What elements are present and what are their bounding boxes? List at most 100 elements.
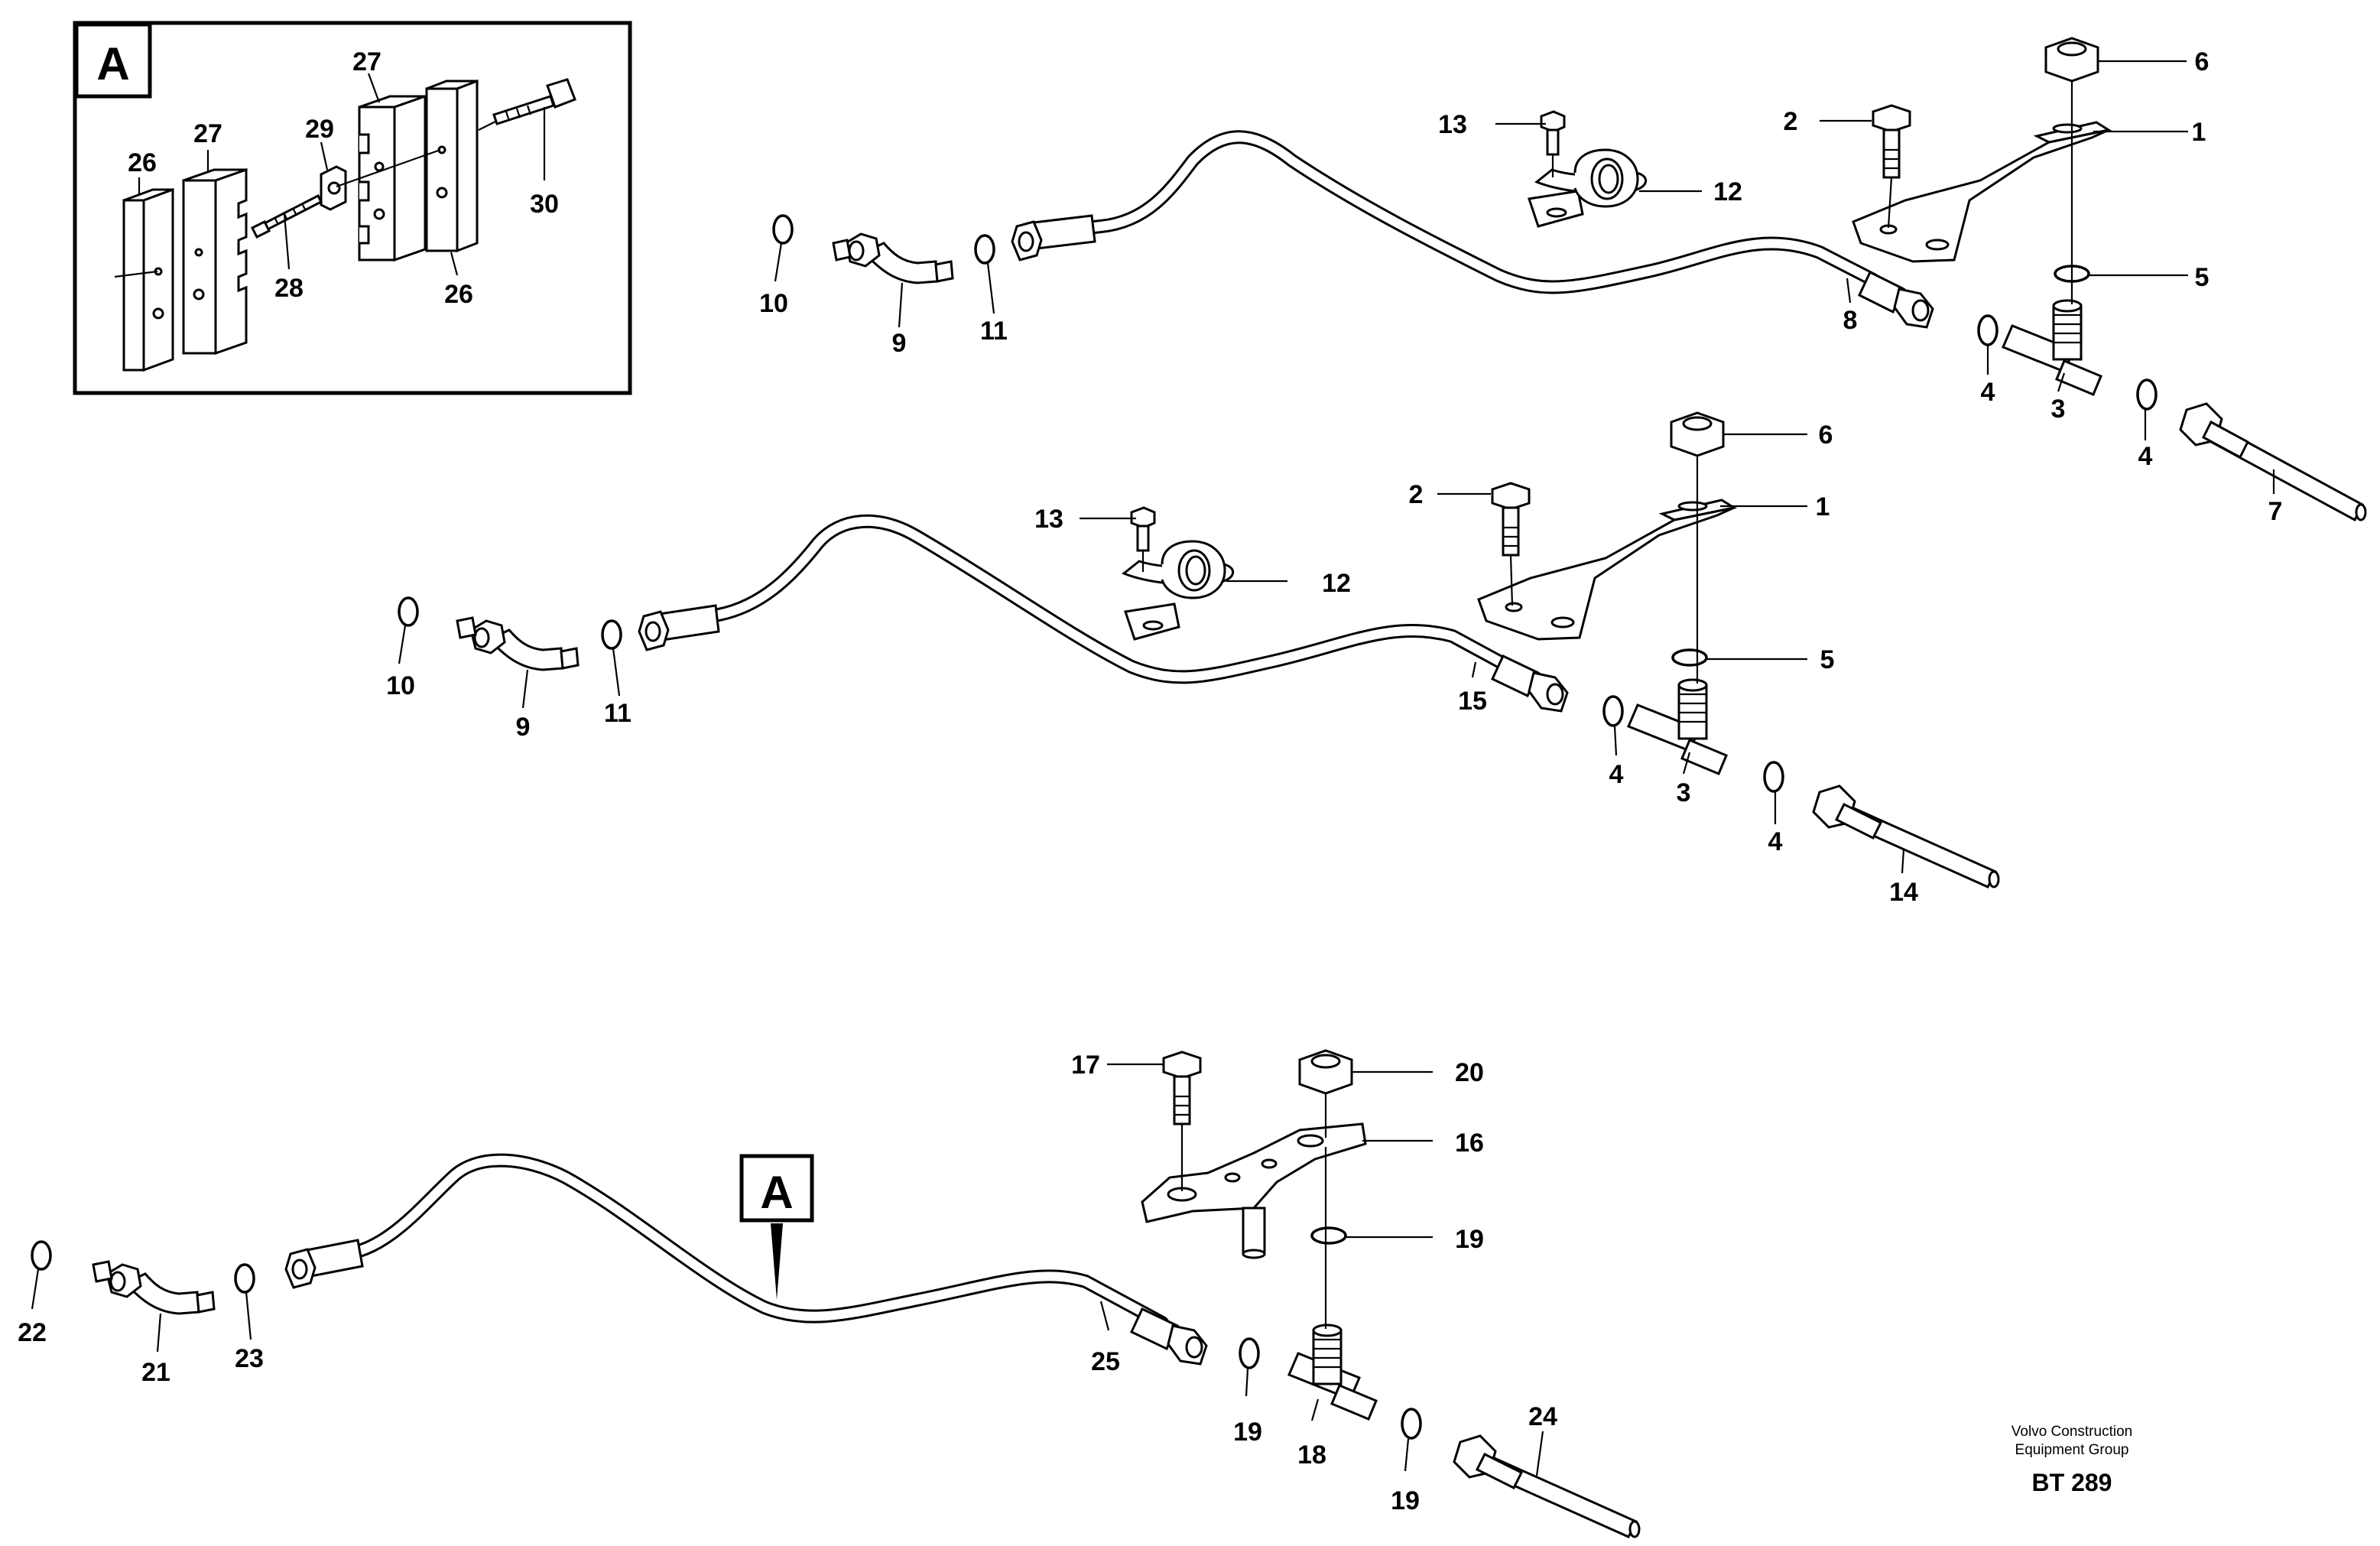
callout: 1 xyxy=(1816,492,1830,521)
leader-11 xyxy=(612,648,621,697)
o-ring-10 xyxy=(398,596,419,627)
pipe-25-fitting-left xyxy=(284,1239,364,1289)
callout: 27 xyxy=(193,119,222,148)
detail-marker-arrow xyxy=(771,1223,783,1300)
callout: 8 xyxy=(1843,306,1858,335)
pipe-24 xyxy=(1453,1434,1641,1538)
callout: 2 xyxy=(1409,480,1424,509)
callout: 4 xyxy=(2138,442,2153,471)
leader-26-right xyxy=(450,252,459,276)
callout: 11 xyxy=(980,317,1008,346)
callout: 13 xyxy=(1438,110,1467,139)
tee-fitting-3 xyxy=(2002,299,2102,396)
callout: 4 xyxy=(1609,760,1624,789)
callout: 15 xyxy=(1458,687,1487,716)
leader-11 xyxy=(986,262,995,314)
callout: 14 xyxy=(1889,878,1918,907)
callout: 16 xyxy=(1455,1129,1484,1158)
o-ring-19-left xyxy=(1239,1337,1260,1369)
callout: 10 xyxy=(386,671,415,700)
callout: 11 xyxy=(604,699,632,728)
leader-8 xyxy=(1846,278,1852,304)
pipe-25-fitting-right xyxy=(1130,1307,1208,1366)
pipe-8-fitting-right xyxy=(1858,270,1934,329)
callout: 19 xyxy=(1233,1418,1262,1447)
detail-marker-a: A xyxy=(739,1154,814,1300)
clamp-12 xyxy=(1528,148,1648,228)
clamp-block-27-left xyxy=(182,167,248,356)
callout: 9 xyxy=(892,329,907,358)
leader-19-right xyxy=(1404,1438,1410,1472)
o-ring-5 xyxy=(1671,648,1708,667)
o-ring-22 xyxy=(31,1240,52,1271)
clamp-bolt-30 xyxy=(478,78,576,131)
callout: 5 xyxy=(1820,645,1835,674)
assembly-2: 13 12 2 6 1 5 10 9 11 15 4 3 4 14 xyxy=(386,411,2000,907)
callout: 6 xyxy=(1819,421,1833,450)
o-ring-4-left xyxy=(1977,314,1998,346)
callout: 17 xyxy=(1071,1051,1100,1080)
callout: 13 xyxy=(1034,505,1063,534)
leader-25 xyxy=(1099,1301,1110,1331)
o-ring-19-top xyxy=(1310,1226,1347,1245)
screw-13 xyxy=(1130,506,1156,572)
callout: 28 xyxy=(274,274,304,303)
callout: 19 xyxy=(1455,1225,1484,1254)
callout: 3 xyxy=(2051,395,2066,424)
tee-fitting-18 xyxy=(1287,1324,1378,1421)
callout: 9 xyxy=(516,713,531,742)
elbow-fitting-9 xyxy=(456,616,580,671)
leader-14 xyxy=(1901,848,1905,874)
o-ring-11 xyxy=(601,619,622,650)
elbow-fitting-21 xyxy=(92,1260,216,1315)
clamp-block-27-right xyxy=(358,94,427,262)
callout: 19 xyxy=(1391,1486,1420,1515)
clamp-plate-26-left xyxy=(114,187,174,372)
callout: 26 xyxy=(444,280,473,309)
clamp-plate-26-right xyxy=(336,79,479,253)
leader-10 xyxy=(774,242,783,282)
leader-28 xyxy=(283,213,291,270)
callout: 24 xyxy=(1528,1402,1557,1431)
leader-3 xyxy=(2057,372,2066,392)
clamp-nut-29 xyxy=(320,165,347,211)
leader-19-left xyxy=(1245,1368,1249,1397)
leader-27-right xyxy=(367,73,381,103)
callout: 29 xyxy=(305,115,334,144)
bracket-1 xyxy=(1477,499,1737,641)
callout: 27 xyxy=(352,47,382,76)
nut-6 xyxy=(1670,411,1725,684)
callout: 26 xyxy=(128,148,157,177)
leader-24 xyxy=(1535,1431,1544,1476)
inset-tag-box xyxy=(74,22,152,99)
bolt-2 xyxy=(1872,104,1911,229)
clamp-bolt-28 xyxy=(250,193,323,239)
o-ring-4-right xyxy=(1763,761,1784,793)
leader-15 xyxy=(1471,661,1477,678)
callout: 10 xyxy=(759,289,788,318)
pipe-25 xyxy=(299,1153,1169,1330)
leader-18 xyxy=(1310,1398,1320,1421)
elbow-fitting-9 xyxy=(832,232,954,284)
screw-13 xyxy=(1540,110,1566,177)
o-ring-4-right xyxy=(2136,378,2158,411)
leader-23 xyxy=(245,1291,252,1340)
tee-fitting-3 xyxy=(1627,678,1728,775)
nut-6 xyxy=(2044,37,2099,304)
o-ring-11 xyxy=(974,234,995,265)
callout: 20 xyxy=(1455,1058,1484,1087)
pipe-15-fitting-left xyxy=(638,604,720,651)
callout: 12 xyxy=(1322,569,1351,598)
leader-10 xyxy=(398,625,407,664)
inset-tag: A xyxy=(96,38,129,89)
callout: 30 xyxy=(530,190,559,219)
pipe-7 xyxy=(2179,402,2367,522)
leader-3 xyxy=(1682,752,1691,775)
clamp-12 xyxy=(1122,540,1235,641)
callout: 25 xyxy=(1091,1347,1120,1376)
callout: 7 xyxy=(2268,497,2283,526)
footer: Volvo Construction Equipment Group BT 28… xyxy=(2011,1424,2132,1496)
leader-21 xyxy=(156,1313,162,1353)
bolt-2 xyxy=(1491,482,1531,606)
